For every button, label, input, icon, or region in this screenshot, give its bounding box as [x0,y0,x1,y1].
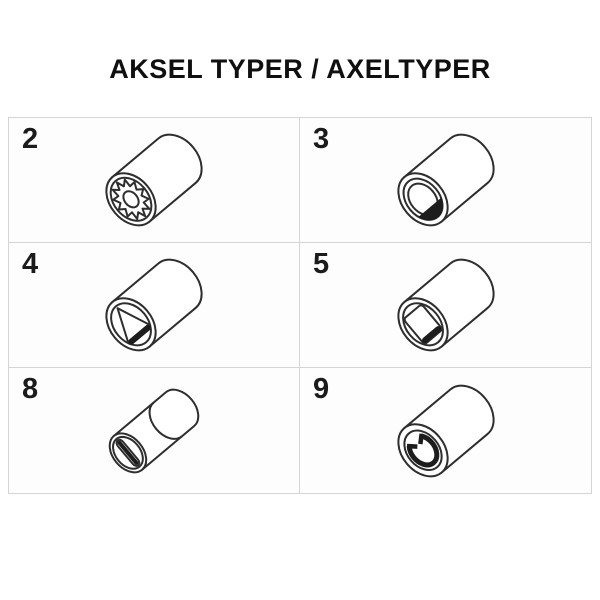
axle-cell-9: 9 [300,368,591,493]
axle-cell-5: 5 [300,243,591,368]
axle-cell-8: 8 [9,368,300,493]
axle-cell-4: 4 [9,243,300,368]
page-title: AKSEL TYPER / AXELTYPER [109,54,491,84]
axle-number: 9 [313,373,330,405]
splined-bore-axle-icon [105,133,203,227]
axle-number: 8 [22,373,39,405]
axle-types-page: AKSEL TYPER / AXELTYPER 2 3 [0,54,600,494]
axle-cell-2: 2 [9,118,300,243]
triangular-bore-axle-icon [105,258,203,352]
axle-number: 3 [313,123,330,155]
axle-cell-3: 3 [300,118,591,243]
notched-ring-bore-axle-icon [396,384,495,477]
axle-number: 2 [22,123,39,155]
axle-number: 4 [22,248,39,280]
slotted-bore-axle-icon [108,388,200,473]
round-bore-flat-bottom-axle-icon [396,133,495,227]
axle-number: 5 [313,248,330,280]
axle-type-grid: 2 3 [8,117,592,494]
square-bore-axle-icon [396,258,495,352]
